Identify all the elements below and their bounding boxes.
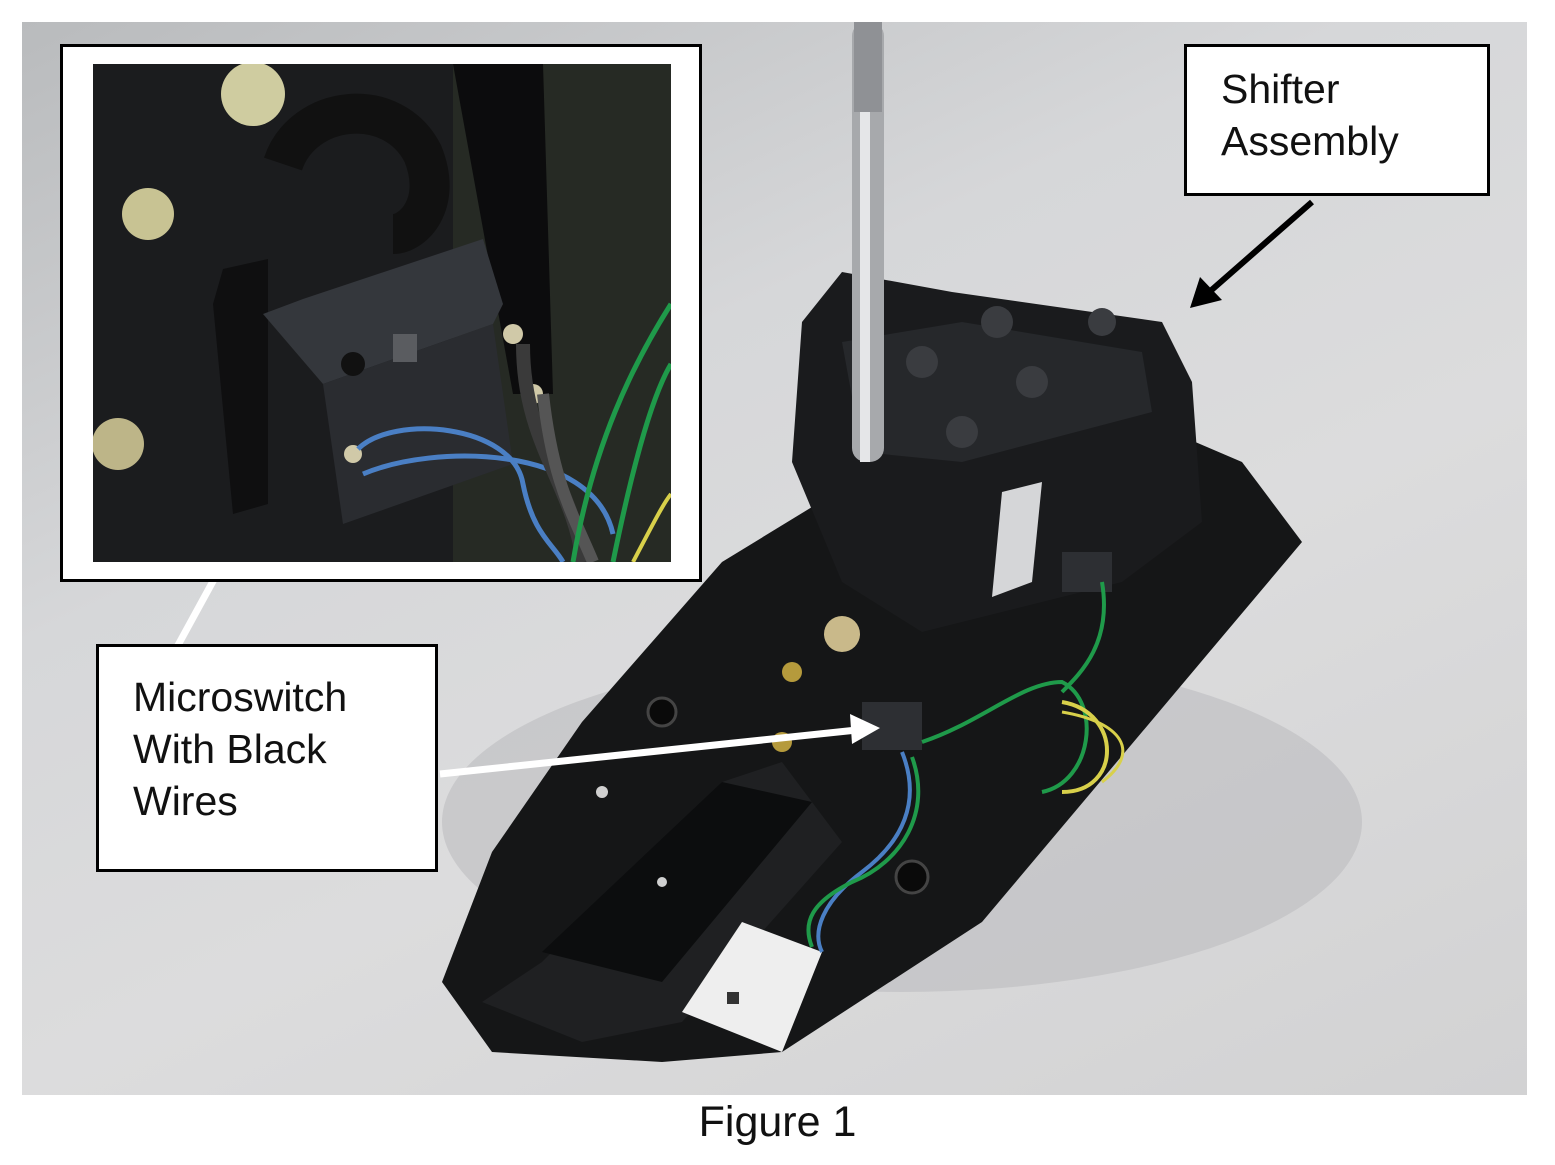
microswitch-closeup-illustration <box>93 64 671 562</box>
microswitch-closeup-photo <box>93 64 671 562</box>
microswitch-callout: Microswitch With Black Wires <box>96 644 438 872</box>
shifter-assembly-illustration <box>173 22 1362 1062</box>
shifter-callout-line-1: Shifter <box>1221 66 1340 112</box>
shifter-callout-line-2: Assembly <box>1221 118 1399 164</box>
microswitch-callout-line-3: Wires <box>133 778 238 824</box>
figure-caption: Figure 1 <box>698 1098 857 1146</box>
shifter-photo <box>22 22 1527 1095</box>
shifter-assembly-callout: Shifter Assembly <box>1184 44 1490 196</box>
microswitch-callout-line-2: With Black <box>133 726 327 772</box>
microswitch-callout-line-1: Microswitch <box>133 674 348 720</box>
microswitch-closeup-inset <box>60 44 702 582</box>
